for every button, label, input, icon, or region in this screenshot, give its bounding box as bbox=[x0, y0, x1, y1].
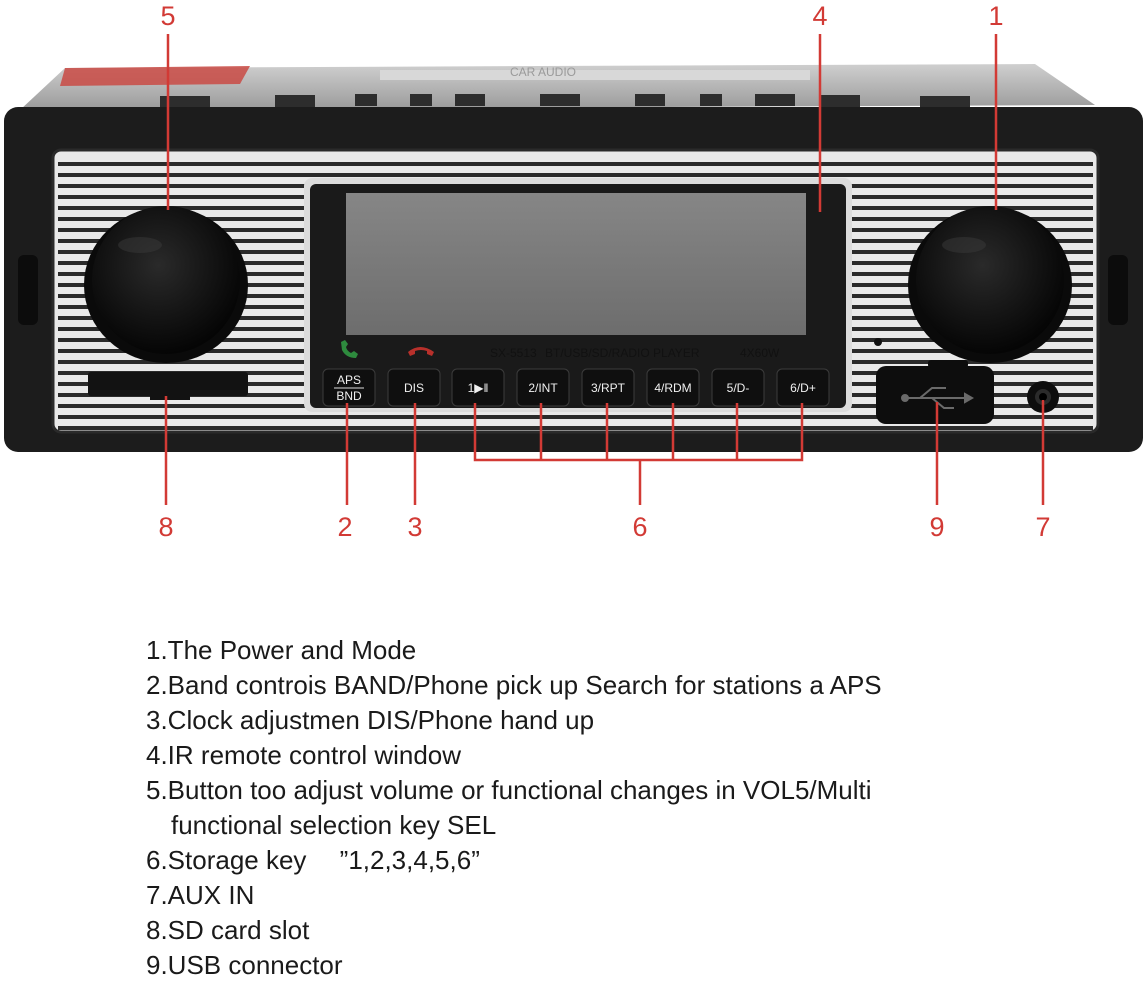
aux-in-jack[interactable] bbox=[1027, 381, 1059, 413]
aps-bnd-button[interactable]: APS BND bbox=[322, 368, 376, 407]
model-number: SX-5513 bbox=[490, 346, 537, 360]
ir-sensor bbox=[874, 338, 882, 346]
preset-1-play-pause-button[interactable]: 1▶‖ bbox=[451, 368, 505, 407]
legend-item-line: 5.Button too adjust volume or functional… bbox=[146, 775, 872, 805]
preset-1-label: 1▶‖ bbox=[468, 381, 489, 395]
radio-illustration: CAR AUDIO SX-5513 BT/USB/ bbox=[4, 1, 1143, 542]
preset-6-label: 6/D+ bbox=[790, 381, 816, 395]
callout-5: 5 bbox=[160, 1, 175, 31]
preset-5-label: 5/D- bbox=[727, 381, 750, 395]
aps-label: APS bbox=[337, 373, 361, 387]
usb-icon bbox=[901, 387, 975, 409]
preset-3-rpt-button[interactable]: 3/RPT bbox=[581, 368, 635, 407]
callout-1: 1 bbox=[988, 1, 1003, 31]
usb-port[interactable] bbox=[876, 360, 994, 424]
power-rating: 4X60W bbox=[740, 346, 780, 360]
callout-3: 3 bbox=[407, 512, 422, 542]
lcd-display bbox=[346, 193, 806, 335]
power-mode-knob[interactable] bbox=[908, 206, 1072, 363]
sd-card-slot[interactable] bbox=[88, 372, 248, 400]
preset-5-button[interactable]: 5/D- bbox=[711, 368, 765, 407]
phone-hangup-icon[interactable] bbox=[408, 347, 434, 356]
preset-2-label: 2/INT bbox=[528, 381, 558, 395]
legend-item: 9.USB connector bbox=[146, 950, 343, 980]
preset-4-rdm-button[interactable]: 4/RDM bbox=[646, 368, 700, 407]
callout-2: 2 bbox=[337, 512, 352, 542]
callout-4: 4 bbox=[812, 1, 827, 31]
dis-label: DIS bbox=[404, 381, 424, 395]
button-row: APS BND DIS 1▶‖ 2/INT 3/RPT 4/RDM 5/D- bbox=[322, 368, 830, 407]
legend-item: 1.The Power and Mode bbox=[146, 635, 417, 665]
callout-8: 8 bbox=[158, 512, 173, 542]
preset-4-label: 4/RDM bbox=[654, 381, 691, 395]
preset-3-label: 3/RPT bbox=[591, 381, 626, 395]
legend-item: 6.Storage key ”1,2,3,4,5,6” bbox=[146, 845, 480, 875]
feature-legend: 1.The Power and Mode 2.Band controis BAN… bbox=[146, 633, 882, 983]
preset-6-button[interactable]: 6/D+ bbox=[776, 368, 830, 407]
phone-answer-icon[interactable] bbox=[341, 340, 358, 358]
chassis-top: CAR AUDIO bbox=[20, 64, 1095, 110]
preset-2-int-button[interactable]: 2/INT bbox=[516, 368, 570, 407]
bnd-label: BND bbox=[336, 389, 362, 403]
legend-item: 7.AUX IN bbox=[146, 880, 255, 910]
legend-item: 5.Button too adjust volume or functional… bbox=[146, 773, 882, 843]
callout-lines bbox=[164, 34, 1045, 505]
legend-item: 4.IR remote control window bbox=[146, 740, 462, 770]
dis-button[interactable]: DIS bbox=[387, 368, 441, 407]
callout-6: 6 bbox=[632, 512, 647, 542]
callout-9: 9 bbox=[929, 512, 944, 542]
callout-7: 7 bbox=[1035, 512, 1050, 542]
chassis-label: CAR AUDIO bbox=[510, 65, 576, 79]
legend-item: 2.Band controis BAND/Phone pick up Searc… bbox=[146, 670, 882, 700]
volume-knob[interactable] bbox=[84, 206, 248, 363]
legend-item: 3.Clock adjustmen DIS/Phone hand up bbox=[146, 705, 595, 735]
legend-item-continuation: functional selection key SEL bbox=[171, 810, 497, 840]
legend-item: 8.SD card slot bbox=[146, 915, 310, 945]
player-label: BT/USB/SD/RADIO PLAYER bbox=[545, 346, 700, 360]
